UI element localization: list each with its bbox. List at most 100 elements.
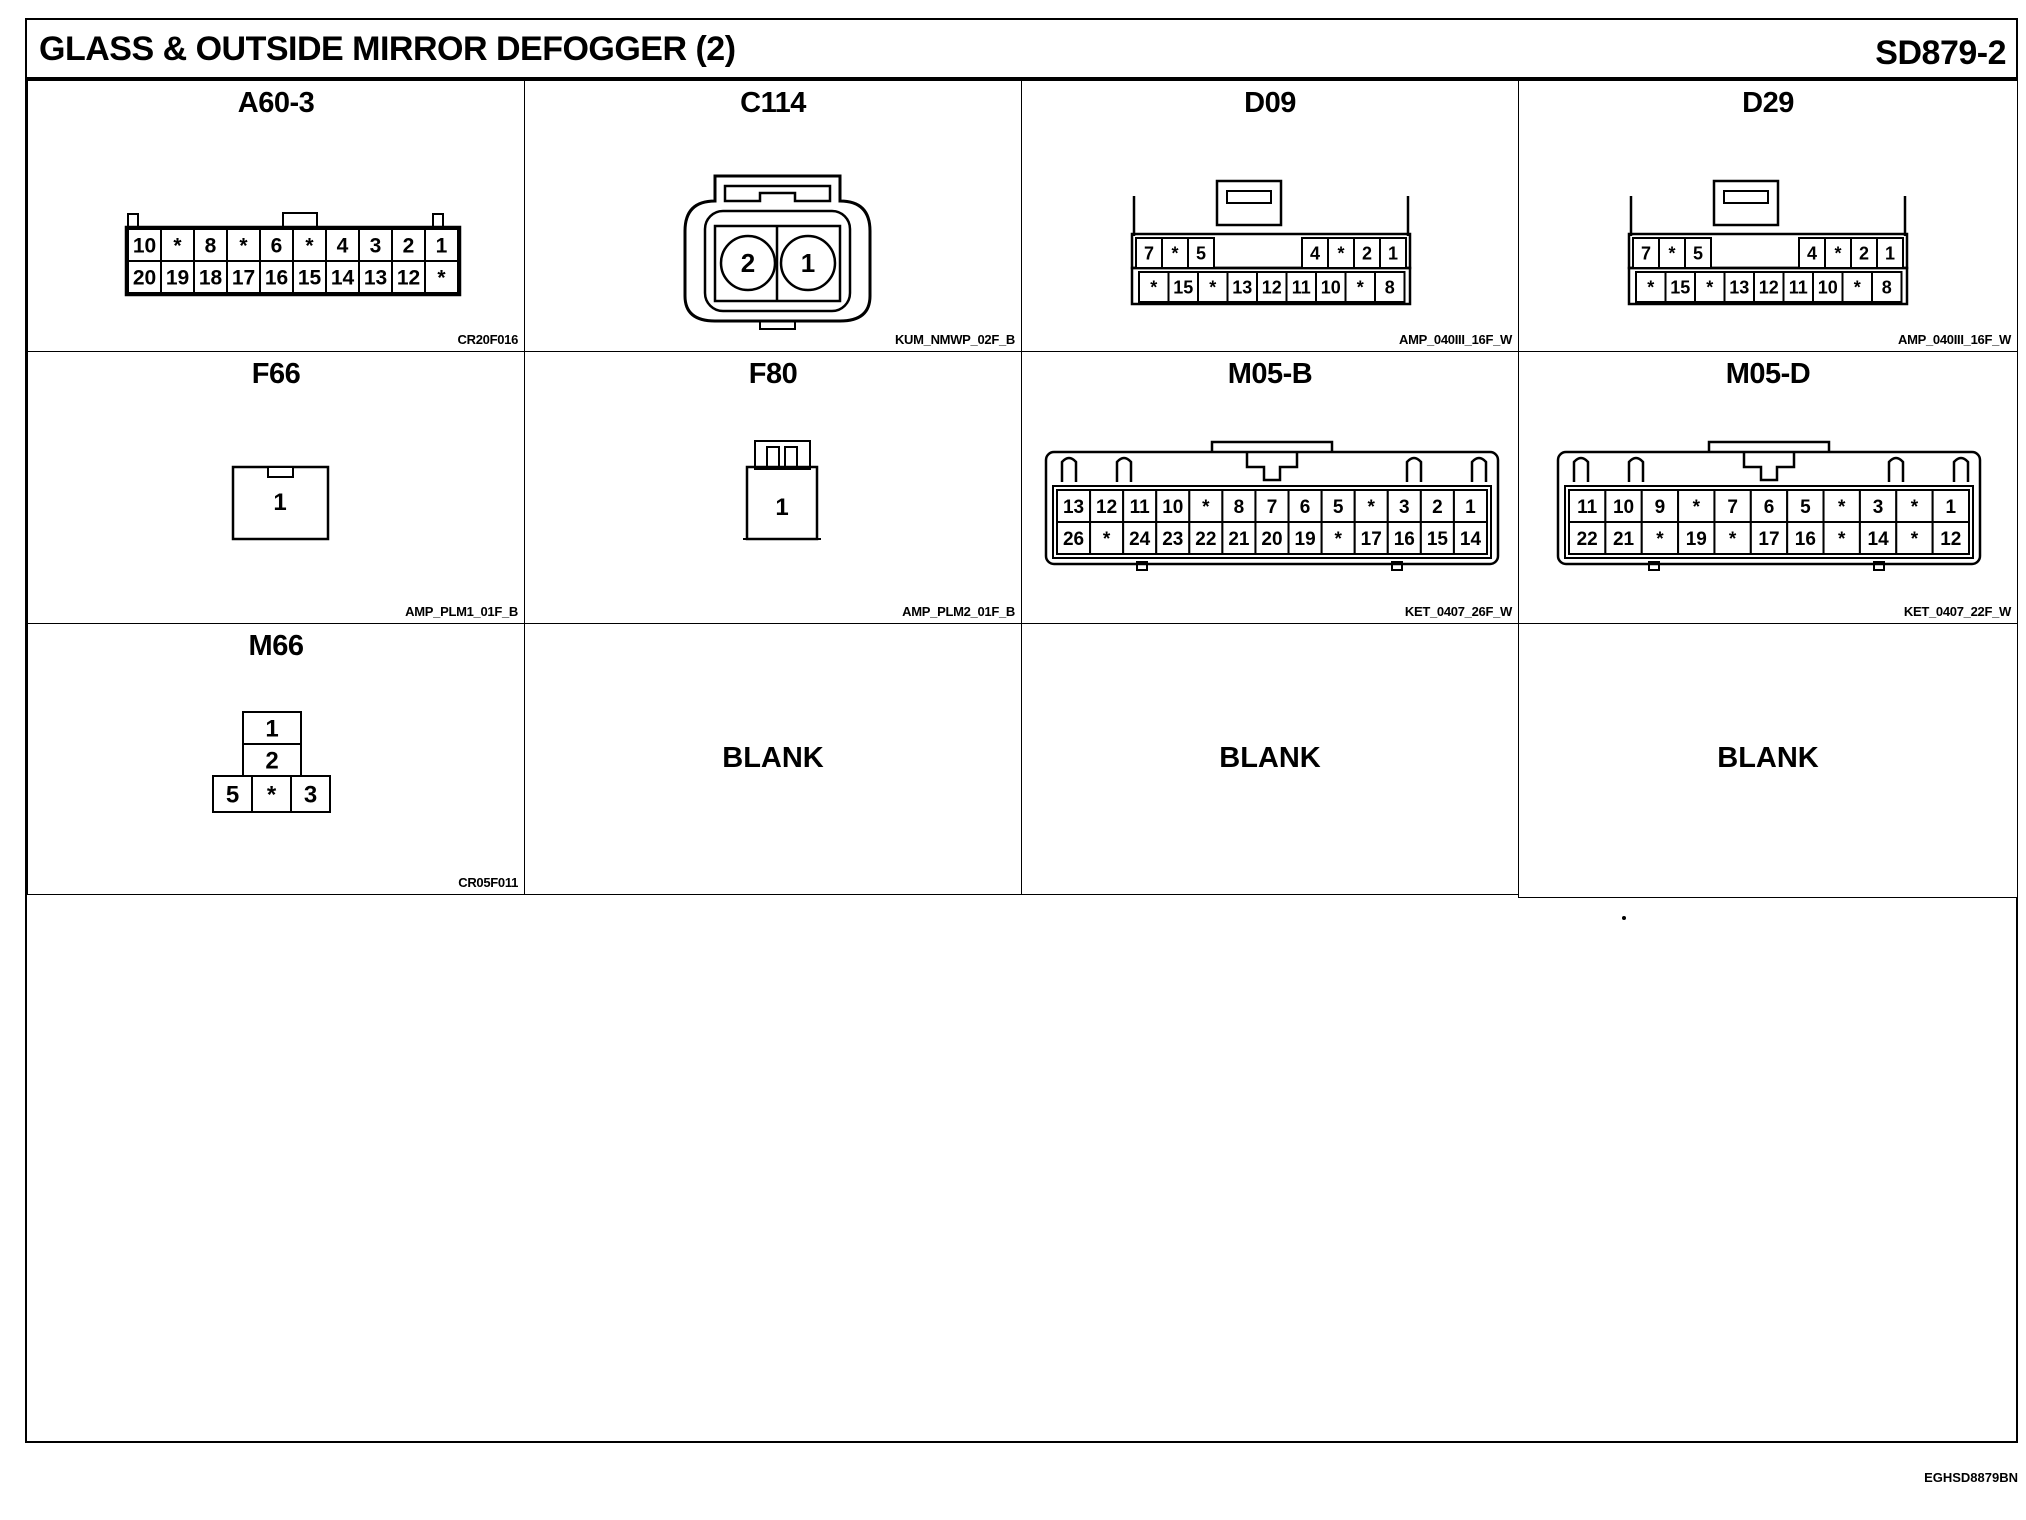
pin-number: 1 [775,494,788,521]
pin-number: 1 [1388,243,1398,263]
pin-number: 22 [1195,529,1216,550]
pin-number: 7 [1267,497,1278,518]
pin-cavity [1640,521,1680,555]
pin-cavity [1895,489,1934,523]
connector-outline [1226,190,1272,204]
pin-cavity [1327,237,1355,269]
pin-number: 19 [166,267,189,290]
pin-number: 8 [1234,497,1245,518]
connector-cell-f66: F66 1 AMP_PLM1_01F_B [27,351,525,624]
pin-number: 1 [436,235,448,258]
part-number: CR20F016 [457,332,519,347]
pin-cavity [1876,237,1904,269]
pin-cavity [1812,271,1844,303]
pin-number: * [1656,529,1664,550]
pin-cavity [1155,521,1191,555]
pin-cavity [1723,271,1755,303]
pin-number: 8 [205,235,217,258]
pin-number: * [1729,529,1737,550]
blank-label: BLANK [1717,742,1819,774]
page-title: GLASS & OUTSIDE MIRROR DEFOGGER (2) [39,30,736,68]
pin-number: 13 [364,267,387,290]
pin-number: 26 [1063,529,1084,550]
connector-f80-face: 1 [743,440,821,541]
pin-number: 4 [1807,243,1817,263]
pin-number: * [1202,497,1210,518]
pin-number: 12 [397,267,420,290]
connector-label: F80 [748,358,798,390]
pin-number: 3 [370,235,382,258]
pin-number: 10 [133,235,156,258]
pin-cavity [212,775,253,813]
connector-label: M66 [248,630,304,662]
connector-outline [231,465,330,541]
part-number: AMP_040III_16F_W [1898,332,2011,347]
part-number: AMP_PLM1_01F_B [405,604,518,619]
pin-cavity [1161,237,1189,269]
pin-number: 16 [1795,529,1816,550]
pin-number: 13 [1729,277,1749,297]
connector-outline [1136,561,1148,571]
pin-number: 3 [1873,497,1884,518]
connector-f66-face: 1 [231,465,330,541]
pin-number: * [1368,497,1376,518]
blank-cell: BLANK [1021,623,1519,895]
pin-cavity [290,775,331,813]
pin-number: * [305,235,314,258]
pin-number: 10 [1162,497,1183,518]
pin-number: * [1838,529,1846,550]
connector-outline [1572,456,1590,482]
pin-cavity [1167,271,1199,303]
pin-number: 5 [1800,497,1811,518]
pin-cavity [1315,271,1347,303]
pin-cavity [1226,271,1258,303]
connector-label: D29 [1742,87,1794,119]
page-header: GLASS & OUTSIDE MIRROR DEFOGGER (2) SD87… [27,20,2016,80]
connector-cell-f80: F80 1 AMP_PLM2_01F_B [524,351,1022,624]
pin-cavity [1221,521,1257,555]
part-number: KUM_NMWP_02F_B [894,332,1015,347]
pin-cavity [226,260,261,294]
pin-cavity [1568,521,1607,555]
connector-outline [124,225,462,297]
pin-cavity [1386,521,1422,555]
pin-number: 1 [1465,497,1476,518]
page-code: SD879-2 [1875,34,2006,72]
pin-number: 8 [1385,277,1395,297]
pin-number: * [1834,243,1841,263]
pin-number: 5 [1693,243,1703,263]
connector-outline [1060,456,1078,482]
pin-number: 13 [1232,277,1252,297]
pin-cavity [1155,489,1191,523]
pin-number: 13 [1063,497,1084,518]
pin-number: 9 [1655,497,1666,518]
pin-number: 17 [232,267,255,290]
connector-outline [1952,456,1970,482]
pin-number: * [1647,277,1654,297]
pin-number: 5 [1333,497,1344,518]
connector-outline [745,465,819,541]
pin-number: 19 [1686,529,1707,550]
pin-number: 15 [1427,529,1449,550]
pin-cavity [391,260,426,294]
pin-number: 17 [1361,529,1382,550]
pin-number: 7 [1144,243,1154,263]
pin-number: 4 [337,235,349,258]
pin-cavity [1187,237,1215,269]
pin-number: 24 [1129,529,1151,550]
pin-number: 21 [1613,529,1635,550]
connector-outline [1556,450,1982,566]
pin-number: 20 [1261,529,1282,550]
pin-number: 23 [1162,529,1183,550]
connector-outline [1115,456,1133,482]
pin-number: 7 [1727,497,1738,518]
pin-number: 1 [801,248,815,278]
pin-number: 10 [1321,277,1341,297]
pin-number: 6 [1764,497,1775,518]
pin-number: 2 [741,248,755,278]
